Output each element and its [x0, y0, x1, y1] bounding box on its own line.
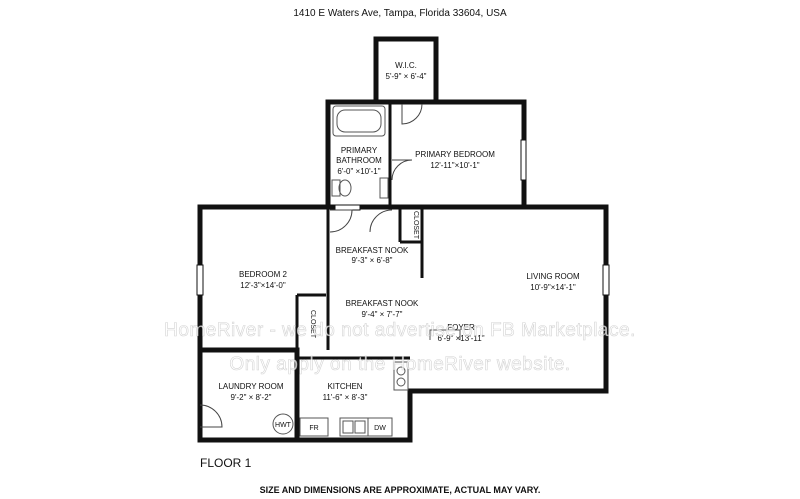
- foyer-dims: 6'-9" ×13'-11": [437, 334, 484, 343]
- primary-bedroom-dims: 12'-11"×10'-1": [430, 161, 479, 170]
- breakfast-nook-lower-name: BREAKFAST NOOK: [346, 299, 419, 308]
- living-room-dims: 10'-9"×14'-1": [530, 283, 576, 292]
- interior-walls: [200, 104, 424, 410]
- bathroom-fixtures: [331, 105, 389, 199]
- floor-label: FLOOR 1: [200, 456, 252, 470]
- primary-bathroom-name-2: BATHROOM: [336, 156, 382, 165]
- exterior-walls: [197, 36, 609, 443]
- bedroom2-name: BEDROOM 2: [239, 270, 288, 279]
- dw-label: DW: [374, 425, 386, 432]
- breakfast-nook-upper-dims: 9'-3" × 6'-8": [352, 256, 393, 265]
- foyer-name: FOYER: [447, 323, 475, 332]
- watermark-line-1: HomeRiver - we do not advertise on FB Ma…: [164, 320, 636, 342]
- fr-label: FR: [309, 425, 318, 432]
- primary-bathroom-dims: 6'-0" ×10'-1": [337, 167, 380, 176]
- wic-name: W.I.C.: [395, 61, 417, 70]
- door-swings: [199, 103, 423, 428]
- breakfast-nook-upper-name: BREAKFAST NOOK: [336, 246, 409, 255]
- laundry-room-name: LAUNDRY ROOM: [218, 382, 283, 391]
- watermark-line-2: Only apply on the HomeRiver website.: [229, 354, 571, 376]
- laundry-room-dims: 9'-2" × 8'-2": [231, 393, 272, 402]
- entry-door: [429, 329, 461, 340]
- primary-bedroom-name: PRIMARY BEDROOM: [415, 150, 495, 159]
- hwt-label: HWT: [275, 422, 292, 429]
- breakfast-nook-lower-dims: 9'-4" × 7'-7": [362, 310, 403, 319]
- primary-bathroom-name-1: PRIMARY: [341, 146, 378, 155]
- closet-lower-name: CLOSET: [309, 310, 316, 339]
- bedroom2-dims: 12'-3"×14'-0": [240, 281, 286, 290]
- size-disclaimer: SIZE AND DIMENSIONS ARE APPROXIMATE, ACT…: [259, 485, 541, 495]
- windows: [196, 139, 610, 296]
- living-room-name: LIVING ROOM: [526, 272, 580, 281]
- kitchen-fixtures: [272, 361, 409, 437]
- wic-dims: 5'-9" × 6'-4": [386, 72, 427, 81]
- kitchen-name: KITCHEN: [327, 382, 362, 391]
- closet-upper-name: CLOSET: [412, 211, 419, 240]
- property-address: 1410 E Waters Ave, Tampa, Florida 33604,…: [293, 8, 507, 19]
- kitchen-dims: 11'-6" × 8'-3": [323, 393, 368, 402]
